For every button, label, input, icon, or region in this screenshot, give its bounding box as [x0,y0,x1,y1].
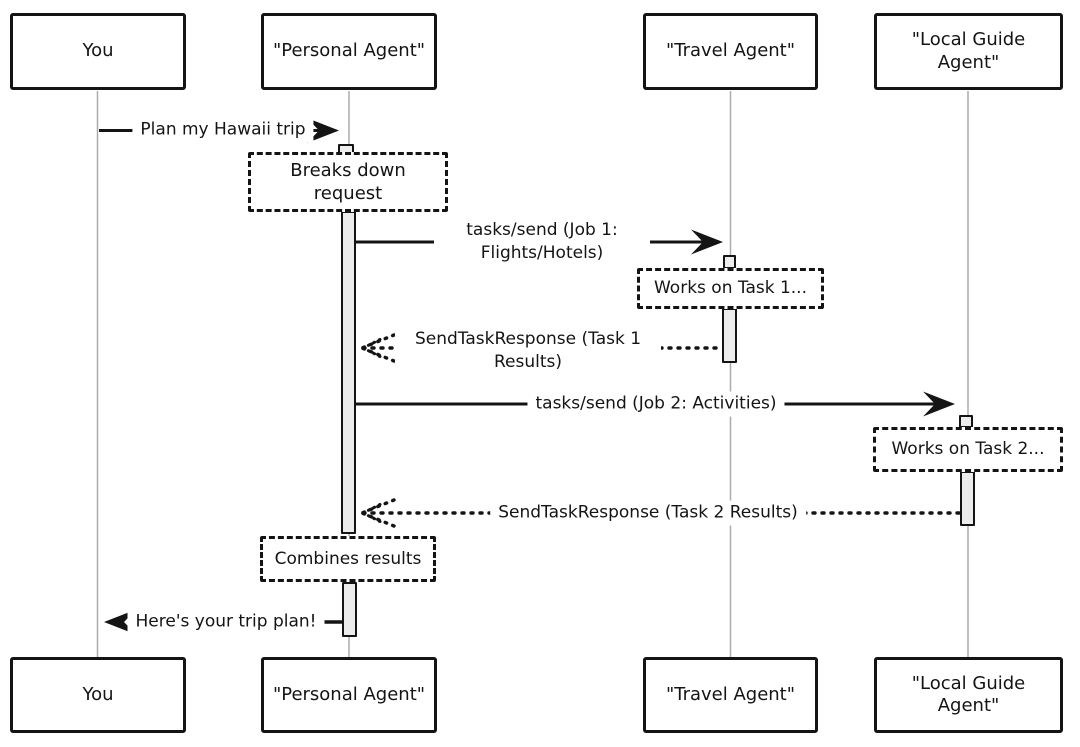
message-label-resp1: SendTaskResponse (Task 1 Results) [395,327,661,375]
note-combines-results: Combines results [260,536,436,582]
activation-personal-bottom [342,582,357,637]
message-label-trip-plan: Here's your trip plan! [127,609,325,635]
actor-top-travel: "Travel Agent" [643,13,818,90]
activation-travel-main [722,308,737,363]
message-label-plan-trip: Plan my Hawaii trip [132,117,314,143]
activation-local-main [960,471,975,526]
note-works-on-task-2: Works on Task 2... [873,427,1063,472]
message-label-job2: tasks/send (Job 2: Activities) [527,391,785,417]
arrowhead-dotted-left-icon [360,333,396,363]
actor-bottom-local: "Local Guide Agent" [874,657,1063,733]
actor-label: "Local Guide Agent" [911,29,1026,73]
arrowhead-right-icon [691,229,723,255]
note-breaks-down-request: Breaks down request [248,152,448,212]
actor-label: "Local Guide Agent" [911,672,1026,717]
actor-top-local: "Local Guide Agent" [874,13,1063,90]
message-label-resp2: SendTaskResponse (Task 2 Results) [490,500,806,526]
actor-label: "Personal Agent" [272,683,426,705]
actor-label: "Travel Agent" [665,40,796,62]
message-label-job1: tasks/send (Job 1: Flights/Hotels) [434,218,650,266]
note-label: Works on Task 2... [891,439,1045,460]
arrowhead-dotted-left-icon [361,503,382,523]
arrowhead-right-icon [923,391,955,417]
actor-label: "Personal Agent" [272,40,426,62]
arrowhead-dotted-left-icon [361,338,382,358]
note-works-on-task-1: Works on Task 1... [637,268,824,309]
actor-label: You [82,683,114,705]
activation-personal-main [341,211,356,534]
actor-top-personal: "Personal Agent" [261,13,437,90]
activation-travel-stub [723,255,736,269]
note-label: Breaks down request [290,159,406,204]
note-label: Works on Task 1... [653,278,807,299]
actor-label: "Travel Agent" [665,683,796,705]
note-label: Combines results [274,548,422,569]
actor-bottom-personal: "Personal Agent" [261,657,437,733]
arrowhead-dotted-left-icon [360,498,396,528]
actor-top-you: You [10,13,186,90]
actor-label: You [82,40,114,62]
actor-bottom-travel: "Travel Agent" [643,657,818,733]
actor-bottom-you: You [10,657,186,733]
